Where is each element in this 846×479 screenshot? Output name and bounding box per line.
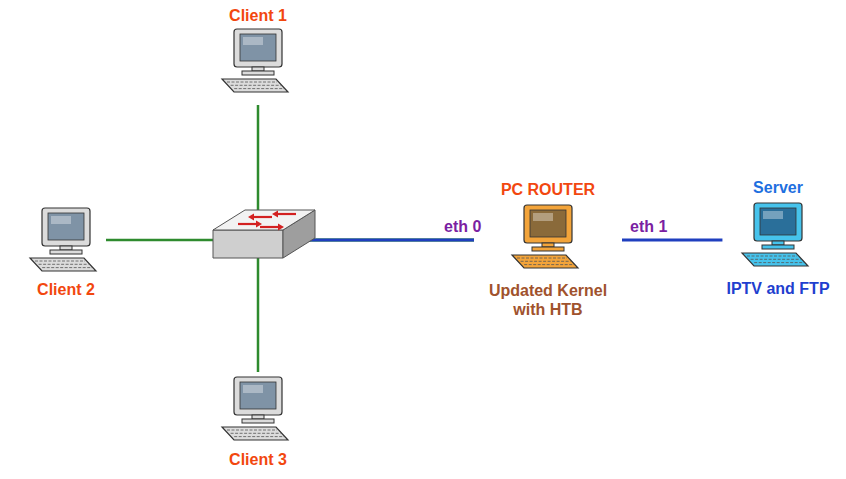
computer-icon — [222, 29, 288, 92]
host-note: IPTV and FTP — [726, 279, 829, 298]
network-host: Client 2 — [26, 204, 106, 301]
switch-arrow — [252, 216, 272, 218]
trunk-link — [300, 239, 474, 242]
computer-icon — [742, 203, 808, 266]
interface-label: eth 1 — [630, 217, 667, 236]
host-name: Client 1 — [229, 6, 287, 25]
computer-icon — [30, 208, 96, 271]
computer-icon — [222, 377, 288, 440]
host-name: Client 3 — [229, 450, 287, 469]
network-host: ServerIPTV and FTP — [722, 176, 833, 300]
icon-slot — [512, 199, 584, 281]
network-host: Client 3 — [218, 372, 298, 471]
switch-arrow — [260, 226, 280, 228]
computer-icon — [512, 205, 578, 268]
switch-arrowhead — [278, 224, 284, 231]
interface-label: eth 0 — [444, 217, 481, 236]
network-link — [258, 234, 474, 372]
host-name: PC ROUTER — [501, 180, 595, 199]
switch-arrow — [238, 223, 258, 225]
icon-slot — [742, 197, 814, 279]
icon-slot — [222, 25, 294, 103]
network-host: Client 1 — [218, 4, 298, 105]
switch-arrowhead — [248, 214, 254, 221]
icon-slot — [222, 374, 294, 450]
host-note: Updated Kernel with HTB — [478, 281, 618, 319]
switch-arrow — [276, 213, 296, 215]
network-link — [622, 239, 722, 242]
icon-slot — [30, 206, 102, 280]
host-name: Server — [753, 178, 803, 197]
host-name: Client 2 — [37, 280, 95, 299]
switch-arrowhead — [272, 211, 278, 218]
switch-icon — [213, 210, 315, 258]
network-host: PC ROUTER Updated Kernel with HTB — [474, 178, 622, 321]
